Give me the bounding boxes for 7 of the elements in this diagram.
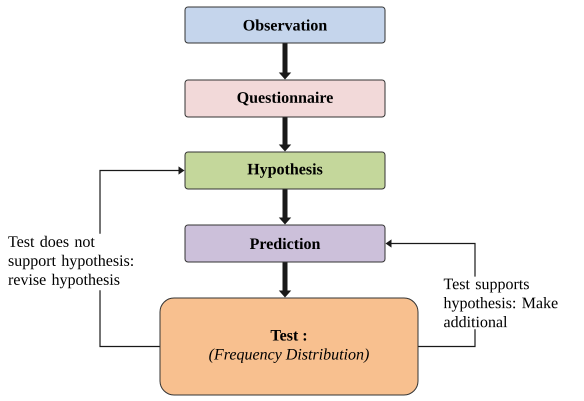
process-box: Questionnaire	[184, 80, 386, 118]
edge-label: Test does not support hypothesis: revise hypothesis	[6, 234, 150, 290]
process-box: Prediction	[184, 224, 386, 262]
edge-label: Test supports hypothesis: Make additional	[442, 276, 570, 330]
process-box: Observation	[184, 6, 386, 44]
process-box: Test : (Frequency Distribution)	[160, 298, 418, 396]
process-box: Hypothesis	[184, 152, 386, 190]
